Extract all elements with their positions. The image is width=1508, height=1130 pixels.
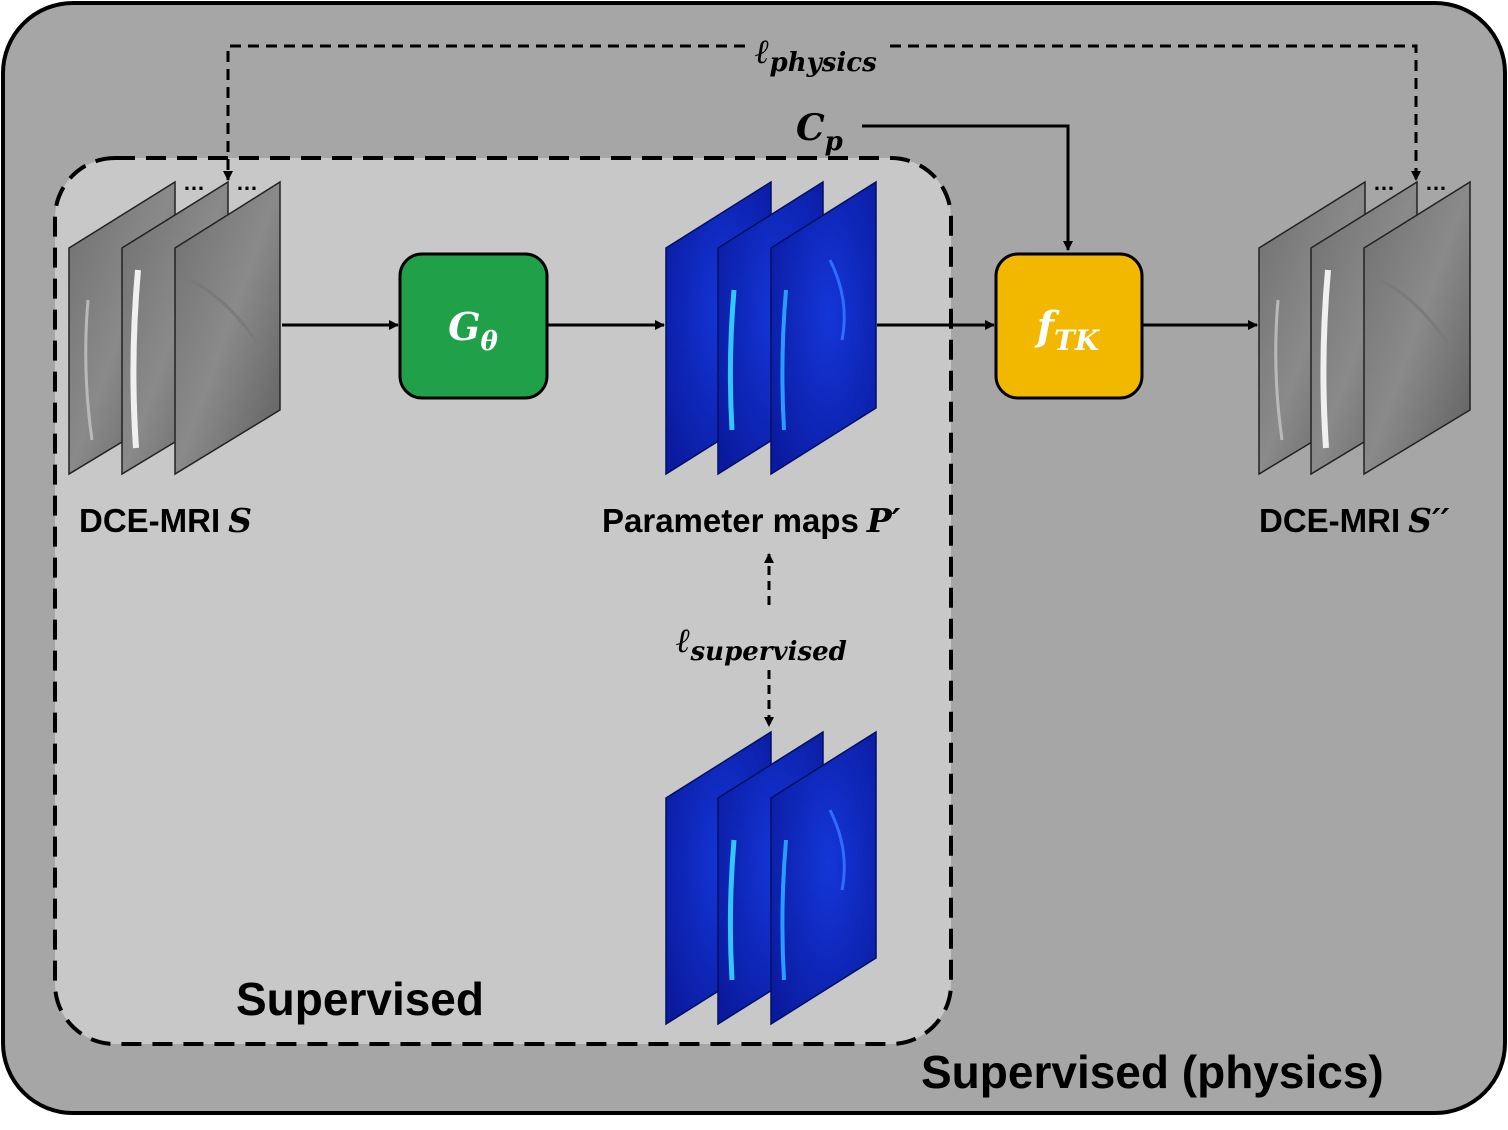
input-mri-frame (174, 180, 281, 476)
arrow-physics-loss-right (890, 44, 1421, 181)
output-mri-frame (1363, 180, 1471, 476)
generator-label: Gθ (448, 304, 498, 357)
generator-node: Gθ (398, 252, 549, 400)
arrow-physics-loss-left (223, 44, 745, 181)
inner-region-title: Supervised (236, 973, 484, 1025)
input-mri-stack: … … (68, 170, 281, 476)
cp-label: Cp (796, 107, 843, 157)
loss-supervised-label: ℓsupervised (676, 621, 847, 667)
gt-param-map-frame (770, 730, 877, 1026)
input-ellipsis-2: … (236, 170, 258, 195)
tk-model-label: fTK (1034, 303, 1101, 357)
arrow-cp-to-tk (862, 124, 1073, 251)
gt-param-maps-stack (665, 730, 877, 1026)
param-maps-stack (665, 180, 877, 476)
output-mri-stack: … … (1258, 170, 1471, 476)
outer-region-title: Supervised (physics) (921, 1046, 1384, 1098)
input-ellipsis-1: … (183, 170, 205, 195)
param-map-frame (770, 180, 877, 476)
loss-physics-label: ℓphysics (755, 32, 877, 78)
output-ellipsis-1: … (1373, 170, 1395, 195)
tk-model-node: fTK (994, 252, 1144, 400)
output-ellipsis-2: … (1425, 170, 1447, 195)
